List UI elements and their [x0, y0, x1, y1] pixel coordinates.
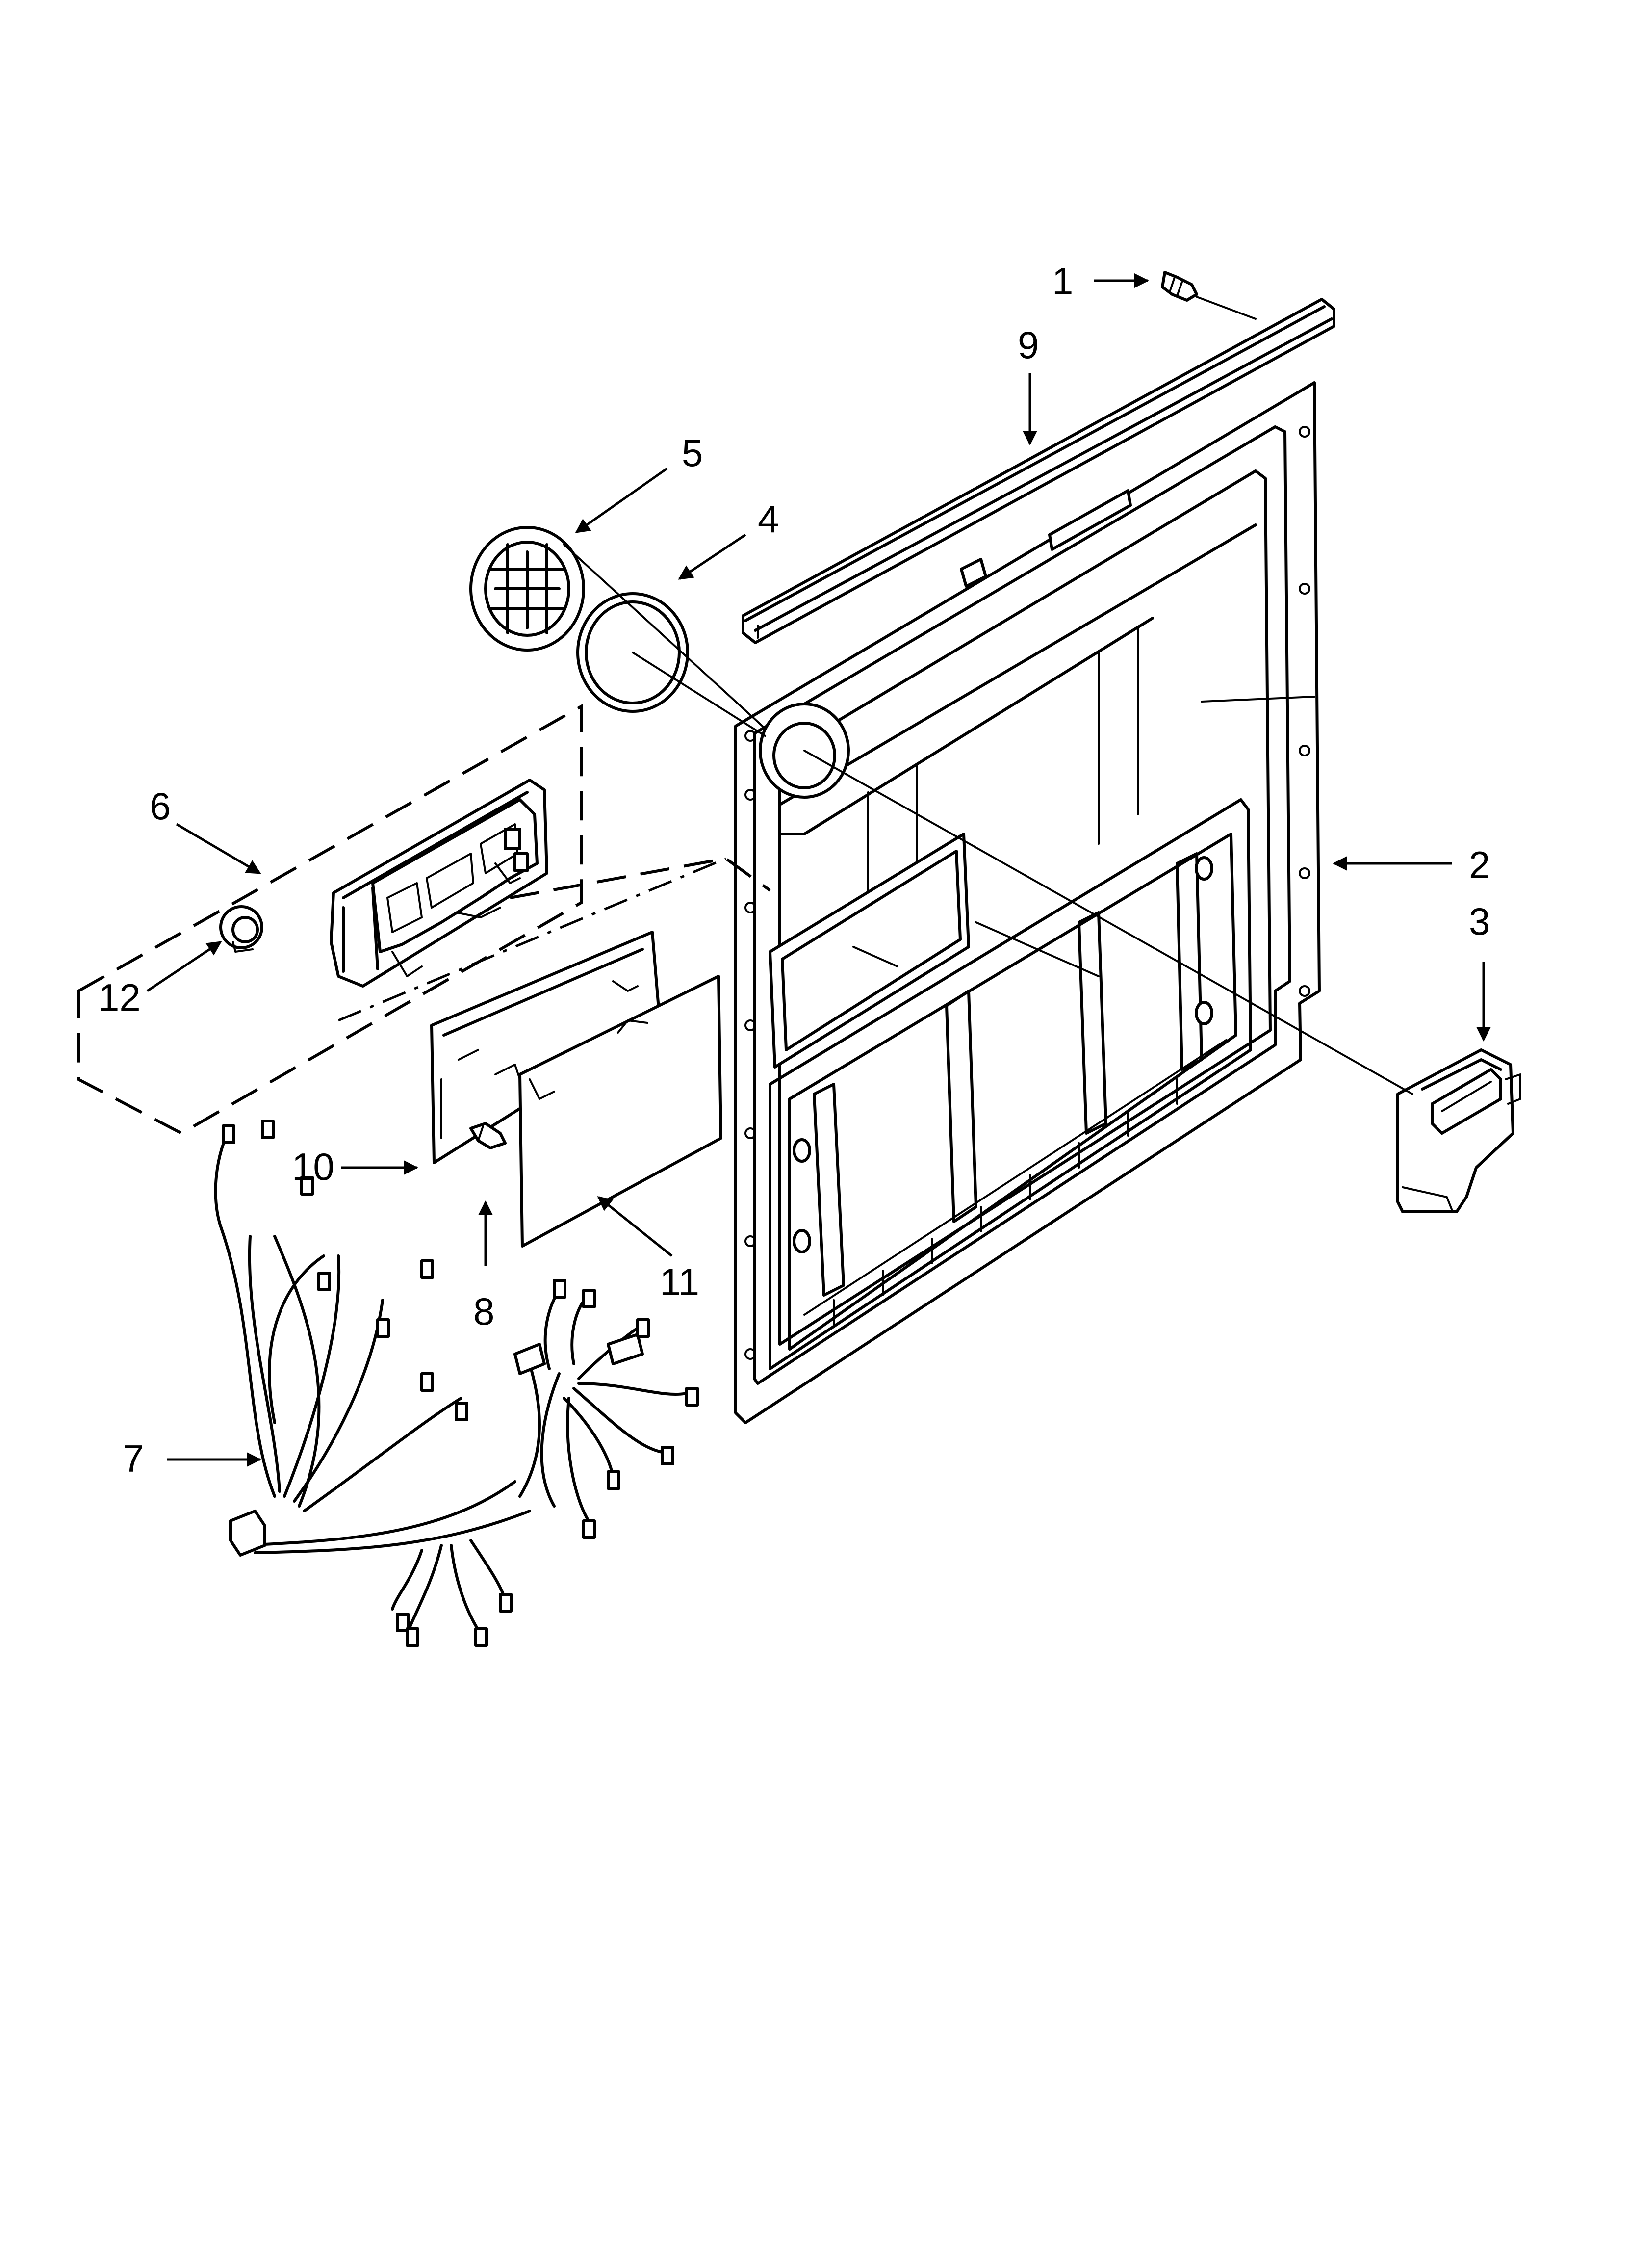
- callout-9: 9: [1018, 323, 1039, 366]
- alignment-lines: [510, 296, 1413, 1095]
- latch-part-3: [1396, 1048, 1521, 1213]
- callout-7: 7: [123, 1437, 144, 1480]
- callout-labels: 1 9 5 4 6 2 3 12 10 11 8 7: [98, 260, 1490, 1480]
- callout-1: 1: [1052, 260, 1073, 303]
- gasket-part-4: [576, 592, 689, 713]
- callout-8: 8: [473, 1290, 494, 1333]
- vent-part-5: [469, 526, 585, 652]
- screw-part-1: [1161, 271, 1198, 302]
- console-assembly: [77, 704, 583, 1135]
- callout-4: 4: [758, 497, 779, 541]
- wire-harness-part-7: [214, 1120, 699, 1647]
- callout-3: 3: [1469, 900, 1490, 943]
- callout-2: 2: [1469, 843, 1490, 886]
- callout-5: 5: [682, 431, 703, 474]
- button-part-12: [219, 905, 263, 953]
- top-vent-trim: [742, 298, 1335, 644]
- callout-10: 10: [292, 1145, 334, 1188]
- insulation-part-11: [518, 975, 722, 1248]
- screw-part-8: [469, 1122, 507, 1149]
- leader-arrows: [146, 273, 1491, 1467]
- callout-12: 12: [98, 976, 141, 1019]
- inner-door-panel: [734, 381, 1321, 1424]
- callout-6: 6: [150, 784, 171, 828]
- callout-11: 11: [660, 1260, 699, 1303]
